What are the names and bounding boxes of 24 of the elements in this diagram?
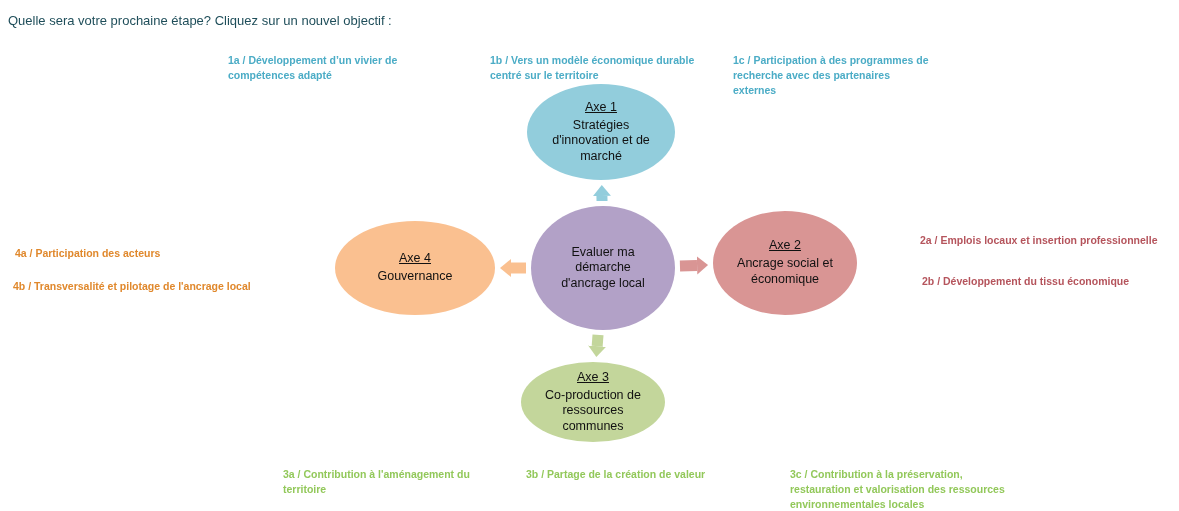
objective-label: 3b / Partage de la création de valeur [526,467,707,482]
block-arrow [679,256,709,275]
node-text: Ancrage social et économique [737,256,833,288]
block-arrow [588,334,607,358]
block-arrow [592,185,611,202]
objective-label: 3a / Contribution à l'aménagement du territoire [283,467,471,497]
objective-label: 1c / Participation à des programmes de recherche avec des partenaires externes [733,53,930,98]
objective-label: 1b / Vers un modèle économique durable centré sur le territoire [490,53,696,83]
node-heading: Axe 3 [577,369,609,384]
node-text: Co-production de ressources communes [545,387,641,435]
objective-label: 3c / Contribution à la préservation, restauration et valorisation des ressources environnementales locales [790,467,1006,511]
node-text: Gouvernance [377,269,453,285]
node-heading: Axe 4 [399,251,431,266]
node-heading: Axe 1 [585,99,617,114]
node-text: Evaluer ma démarche d'ancrage local [560,244,646,292]
objective-label: 2b / Développement du tissu économique [922,274,1131,289]
heading: Quelle sera votre prochaine étape? Cliquez sur un nouvel objectif : [8,13,392,28]
node-heading: Axe 2 [769,238,801,253]
node-text: Stratégies d'innovation et de marché [551,117,651,165]
block-arrow [500,259,526,277]
objective-label: 2a / Emplois locaux et insertion professionnelle [920,233,1159,248]
objective-label: 1a / Développement d’un vivier de compétences adapté [228,53,399,83]
objective-label: 4b / Transversalité et pilotage de l'ancrage local [13,279,252,294]
objective-label: 4a / Participation des acteurs [15,246,162,261]
